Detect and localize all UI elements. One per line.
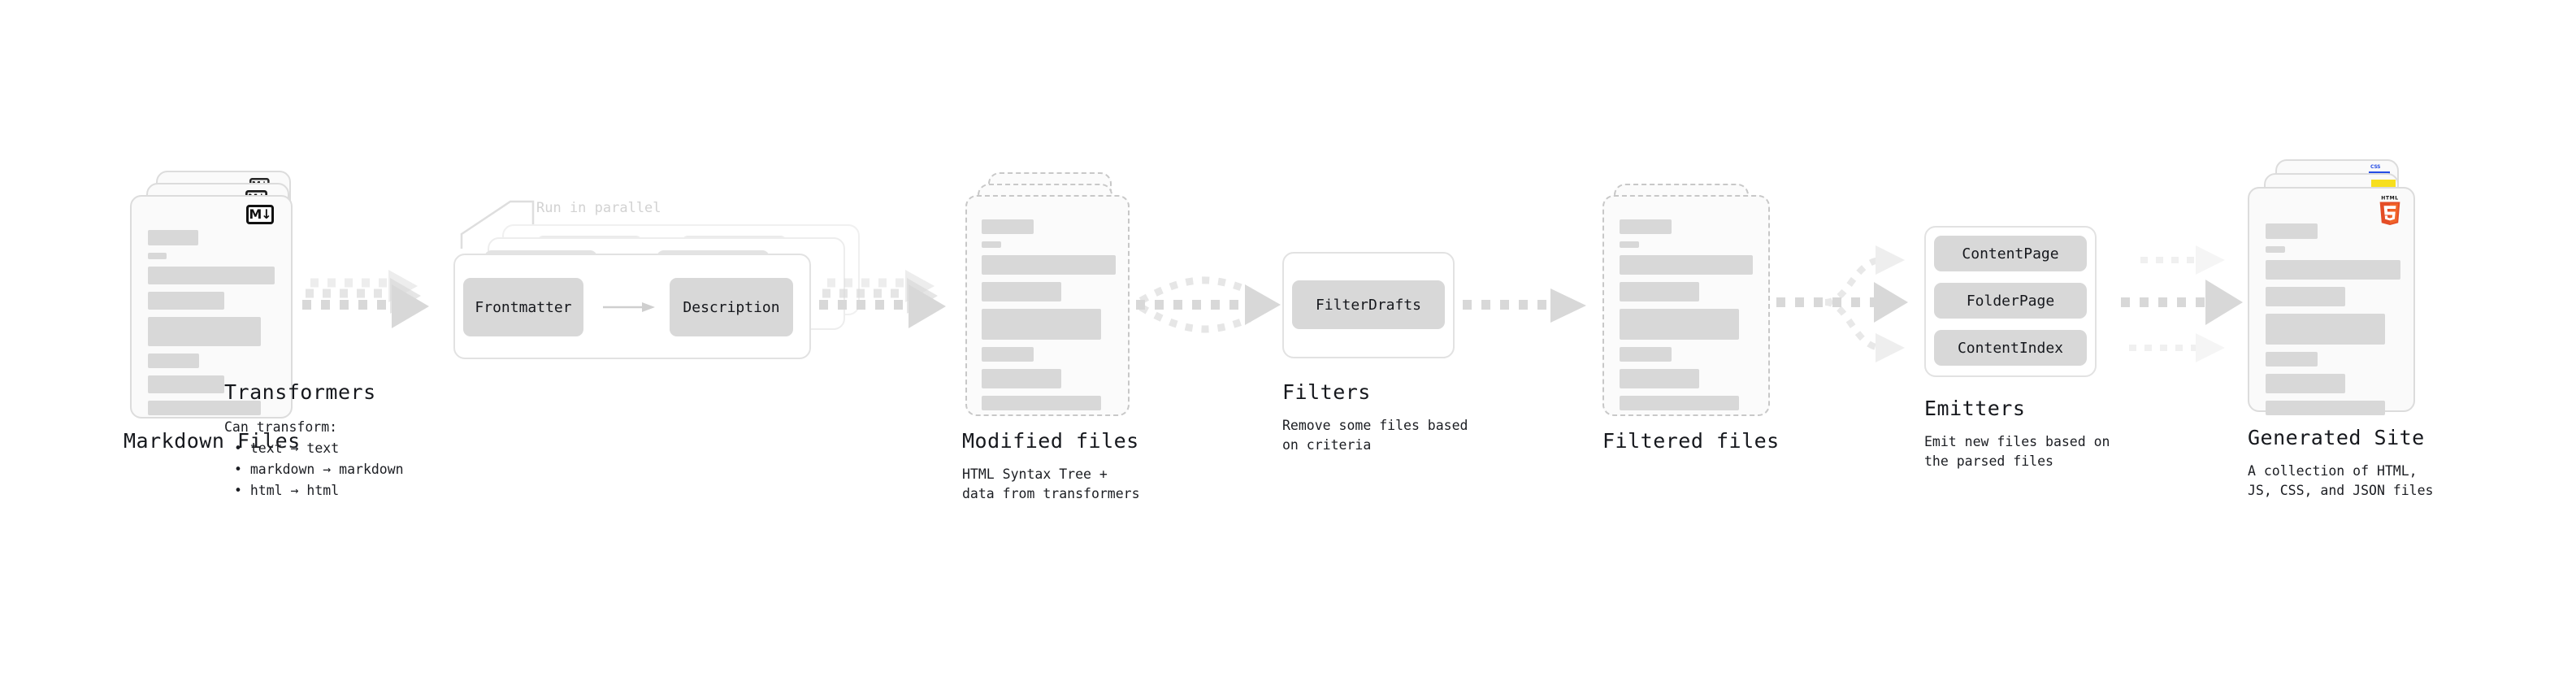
stage-title-generated-site: Generated Site	[2248, 426, 2425, 449]
emitters-pill-contentindex[interactable]: ContentIndex	[1934, 330, 2087, 366]
site-file-content	[2266, 223, 2400, 423]
arrow-transformers-to-modified	[819, 270, 946, 328]
transformer-pill-frontmatter[interactable]: Frontmatter	[463, 278, 583, 336]
arrow-markdown-to-transformers	[302, 270, 429, 328]
transformers-bullet-0: • text → text	[234, 440, 340, 456]
filtered-file-content	[1620, 219, 1753, 418]
transformers-bullet-1: • markdown → markdown	[234, 462, 404, 477]
stage-title-filters: Filters	[1282, 380, 1371, 404]
filters-pill-filterdrafts[interactable]: FilterDrafts	[1292, 280, 1445, 329]
stage-title-emitters: Emitters	[1924, 397, 2026, 420]
run-in-parallel-label: Run in parallel	[536, 200, 661, 216]
filters-subtitle: Remove some files based on criteria	[1282, 418, 1468, 453]
modified-files-subtitle: HTML Syntax Tree + data from transformer…	[962, 466, 1140, 501]
arrow-emitters-to-site	[2121, 245, 2243, 362]
transformers-bullet-2: • html → html	[234, 483, 340, 498]
transformer-arrow-main	[603, 302, 655, 312]
emitters-pill-folderpage[interactable]: FolderPage	[1934, 283, 2087, 319]
arrow-filtered-to-emitters	[1776, 245, 1908, 362]
run-in-parallel-leader	[460, 200, 535, 249]
markdown-icon: M↓	[246, 205, 274, 224]
transformer-pill-description[interactable]: Description	[670, 278, 793, 336]
stage-title-modified-files: Modified files	[962, 429, 1139, 453]
modified-file-content	[982, 219, 1116, 418]
transformers-subtitle: Can transform:	[224, 419, 338, 435]
svg-text:HTML: HTML	[2381, 196, 2398, 202]
generated-site-subtitle: A collection of HTML, JS, CSS, and JSON …	[2248, 463, 2434, 498]
stage-title-transformers: Transformers	[224, 380, 376, 404]
emitters-pill-contentpage[interactable]: ContentPage	[1934, 236, 2087, 271]
css-icon-label: CSS	[2370, 164, 2381, 170]
stage-title-filtered-files: Filtered files	[1602, 429, 1780, 453]
arrow-modified-to-filters	[1136, 276, 1281, 333]
html5-icon: HTML	[2379, 196, 2400, 226]
arrow-filters-to-filtered	[1463, 288, 1586, 323]
stage-title-markdown-files: Markdown Files	[124, 429, 301, 453]
markdown-file-content	[148, 230, 276, 423]
emitters-subtitle: Emit new files based on the parsed files	[1924, 434, 2110, 469]
